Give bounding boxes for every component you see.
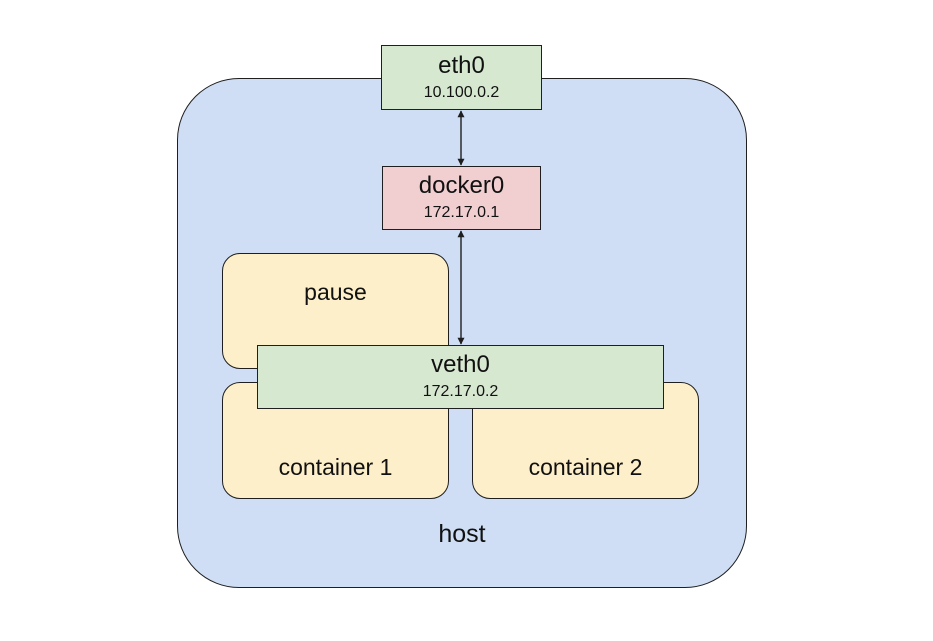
pause-label: pause [304, 279, 367, 305]
docker0-name: docker0 [418, 172, 505, 199]
eth0-interface-box: eth0 10.100.0.2 [381, 45, 542, 110]
host-label: host [438, 520, 486, 548]
docker0-bridge-box: docker0 172.17.0.1 [382, 166, 541, 230]
docker0-ip: 172.17.0.1 [423, 204, 500, 221]
container-1-label: container 1 [278, 454, 393, 480]
veth0-ip: 172.17.0.2 [422, 383, 499, 400]
veth0-interface-box: veth0 172.17.0.2 [257, 345, 664, 409]
eth0-name: eth0 [438, 51, 485, 79]
eth0-ip: 10.100.0.2 [423, 83, 500, 101]
veth0-name: veth0 [431, 351, 490, 378]
container-2-label: container 2 [528, 454, 643, 480]
